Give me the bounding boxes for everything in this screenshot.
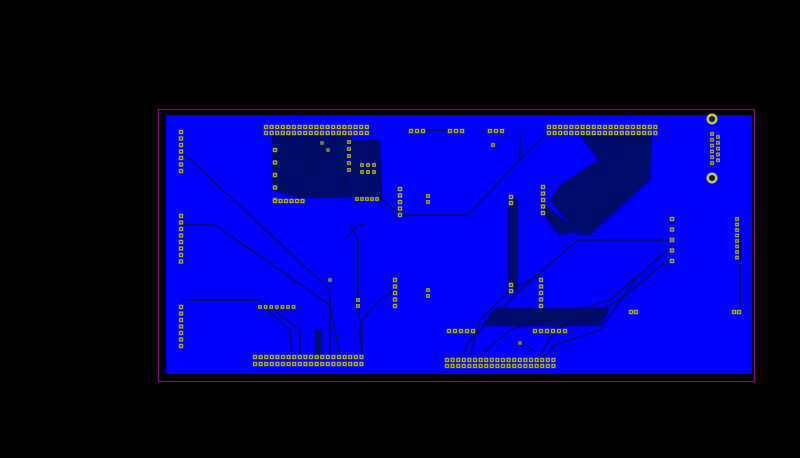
part-top-2: [447, 128, 465, 134]
conn-mid-6: [538, 277, 544, 309]
header-bot-b2: [444, 363, 556, 369]
conn-top-right: [709, 131, 715, 166]
conn-mid-7: [355, 297, 361, 309]
conn-top-right-b: [715, 134, 721, 163]
via-cluster: [320, 141, 330, 152]
pad-mid-1: [425, 193, 431, 205]
header-bot-a1: [252, 354, 364, 360]
via-left-mid: [328, 278, 332, 282]
conn-mid-1: [397, 186, 403, 218]
header-left-3: [178, 304, 184, 349]
pad-mid-2: [425, 287, 431, 299]
conn-mid-3: [540, 184, 546, 216]
ic-mid-col-c: [359, 169, 377, 175]
header-top-a1: [263, 124, 370, 130]
header-left-2: [178, 213, 184, 264]
part-bot-2: [532, 328, 568, 334]
header-top-b2: [546, 130, 658, 136]
ic-mid-row: [354, 196, 380, 202]
via-bot: [518, 341, 522, 345]
pad-right-1: [628, 309, 639, 315]
conn-right-1: [669, 216, 675, 264]
header-top-a2: [263, 130, 370, 136]
pads-layer: [178, 124, 742, 369]
header-bot-a2: [252, 361, 364, 367]
mounting-holes: [706, 113, 718, 184]
conn-mid-4: [392, 277, 398, 309]
copper-voids: [271, 131, 653, 357]
ic-mid-col-b: [359, 162, 377, 168]
part-bot-1: [446, 328, 476, 334]
pad-row-left: [257, 304, 296, 310]
conn-mid-5: [508, 282, 514, 294]
ic-left-row: [272, 198, 305, 204]
header-top-b1: [546, 124, 658, 130]
header-left-1: [178, 129, 184, 174]
conn-right-2: [734, 216, 740, 260]
conn-mid-2: [508, 194, 514, 206]
pad-right-2: [731, 309, 742, 315]
part-top-3: [487, 128, 505, 134]
part-top-1: [408, 128, 426, 134]
copper-pour: [166, 115, 752, 374]
header-bot-b1: [444, 357, 556, 363]
via-top: [490, 142, 496, 148]
ic-mid-col-a: [346, 139, 352, 173]
board-outline: [157, 108, 756, 383]
